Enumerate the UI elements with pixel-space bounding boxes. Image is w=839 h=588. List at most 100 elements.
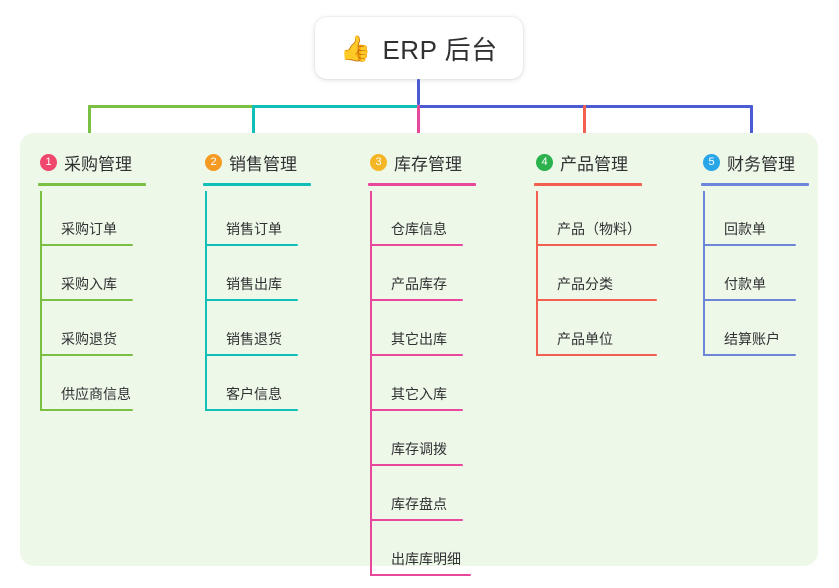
root-node-content: 👍 ERP 后台 — [340, 30, 497, 67]
branch-item-label: 销售订单 — [226, 221, 282, 237]
branch-underline — [534, 183, 642, 186]
branch-header-sales[interactable]: 2 销售管理 — [185, 147, 311, 191]
branch-item-label: 出库库明细 — [391, 551, 461, 567]
branch-item-label: 产品分类 — [557, 276, 613, 292]
branch-item-label: 其它入库 — [391, 386, 447, 402]
branch-item-underline — [206, 354, 298, 356]
branch-item[interactable]: 结算账户 — [704, 301, 796, 356]
branch-item-underline — [206, 409, 298, 411]
branch-number-badge: 3 — [370, 153, 387, 171]
branch-item-underline — [41, 244, 133, 246]
branch-item[interactable]: 采购退货 — [41, 301, 133, 356]
branch-item-underline — [206, 299, 298, 301]
branch-item[interactable]: 产品（物料） — [537, 191, 657, 246]
branch-underline — [38, 183, 146, 186]
branch-title: 库存管理 — [394, 154, 462, 174]
trunk-teal-span — [252, 105, 418, 108]
branch-item-underline — [704, 354, 796, 356]
branch-item-underline — [537, 244, 657, 246]
branch-item[interactable]: 采购入库 — [41, 246, 133, 301]
branch-spine — [703, 191, 705, 356]
branch-item[interactable]: 采购订单 — [41, 191, 133, 246]
branch-item-label: 产品单位 — [557, 331, 613, 347]
branch-underline — [701, 183, 809, 186]
branch-item-label: 库存盘点 — [391, 496, 447, 512]
branch-item[interactable]: 回款单 — [704, 191, 796, 246]
branch-item[interactable]: 供应商信息 — [41, 356, 133, 411]
branch-item[interactable]: 仓库信息 — [371, 191, 463, 246]
branch-number-badge: 1 — [40, 153, 57, 171]
branch-underline — [203, 183, 311, 186]
branch-spine — [40, 191, 42, 411]
branch-title: 销售管理 — [229, 154, 297, 174]
branch-item-underline — [371, 464, 463, 466]
connector-drop-sales — [252, 105, 255, 150]
root-node-card[interactable]: 👍 ERP 后台 — [315, 17, 523, 79]
branch-item-label: 供应商信息 — [61, 386, 131, 402]
branch-item-underline — [41, 354, 133, 356]
branch-item[interactable]: 其它出库 — [371, 301, 463, 356]
branch-spine — [536, 191, 538, 356]
branch-items-finance: 回款单付款单结算账户 — [683, 191, 796, 356]
branch-items-inventory: 仓库信息产品库存其它出库其它入库库存调拨库存盘点出库库明细 — [350, 191, 471, 576]
branch-item-label: 销售出库 — [226, 276, 282, 292]
branch-item[interactable]: 库存盘点 — [371, 466, 463, 521]
branch-items-purchase: 采购订单采购入库采购退货供应商信息 — [20, 191, 133, 411]
branch-item[interactable]: 产品分类 — [537, 246, 657, 301]
branch-number-badge: 2 — [205, 153, 222, 171]
thumbs-up-icon: 👍 — [340, 33, 372, 63]
branch-item-underline — [206, 244, 298, 246]
branch-header-row: 2 销售管理 — [185, 147, 297, 177]
branch-item-underline — [41, 299, 133, 301]
connector-drop-purchase — [88, 105, 91, 150]
branch-item[interactable]: 销售订单 — [206, 191, 298, 246]
branch-item[interactable]: 出库库明细 — [371, 521, 471, 576]
branch-item-label: 采购入库 — [61, 276, 117, 292]
branch-item-underline — [371, 354, 463, 356]
branch-header-row: 3 库存管理 — [350, 147, 462, 177]
branch-item[interactable]: 其它入库 — [371, 356, 463, 411]
branch-item[interactable]: 产品库存 — [371, 246, 463, 301]
branch-title: 财务管理 — [727, 154, 795, 174]
branch-items-product: 产品（物料） 产品分类产品单位 — [516, 191, 657, 356]
branch-item-label: 产品库存 — [391, 276, 447, 292]
branch-item-label: 客户信息 — [226, 386, 282, 402]
branch-header-row: 1 采购管理 — [20, 147, 132, 177]
branch-item-label: 销售退货 — [226, 331, 282, 347]
branch-item-label: 产品（物料） — [557, 221, 641, 237]
branch-item[interactable]: 销售退货 — [206, 301, 298, 356]
branch-item-label: 采购订单 — [61, 221, 117, 237]
branch-item-underline — [371, 299, 463, 301]
branch-title: 采购管理 — [64, 154, 132, 174]
branch-item-underline — [704, 299, 796, 301]
branch-items-sales: 销售订单销售出库销售退货客户信息 — [185, 191, 298, 411]
trunk-green-span — [88, 105, 253, 108]
branch-item[interactable]: 库存调拨 — [371, 411, 463, 466]
branch-item[interactable]: 产品单位 — [537, 301, 657, 356]
branch-item-label: 库存调拨 — [391, 441, 447, 457]
branch-number-badge: 4 — [536, 153, 553, 171]
branch-item[interactable]: 销售出库 — [206, 246, 298, 301]
branch-item-underline — [371, 574, 471, 576]
root-connector-stem — [417, 79, 420, 105]
branch-item-underline — [537, 299, 657, 301]
branch-item[interactable]: 客户信息 — [206, 356, 298, 411]
connector-drop-inventory — [417, 105, 420, 150]
connector-drop-finance — [750, 105, 753, 150]
branch-item-underline — [704, 244, 796, 246]
branch-item-label: 采购退货 — [61, 331, 117, 347]
branch-header-purchase[interactable]: 1 采购管理 — [20, 147, 146, 191]
branch-item-label: 付款单 — [724, 276, 766, 292]
branches-panel: 1 采购管理采购订单采购入库采购退货供应商信息 2 销售管理销售订单销售出库销售退货客… — [20, 133, 818, 576]
branch-item[interactable]: 付款单 — [704, 246, 796, 301]
branch-header-inventory[interactable]: 3 库存管理 — [350, 147, 476, 191]
branch-item-underline — [371, 244, 463, 246]
branch-item-label: 仓库信息 — [391, 221, 447, 237]
branch-spine — [370, 191, 372, 576]
